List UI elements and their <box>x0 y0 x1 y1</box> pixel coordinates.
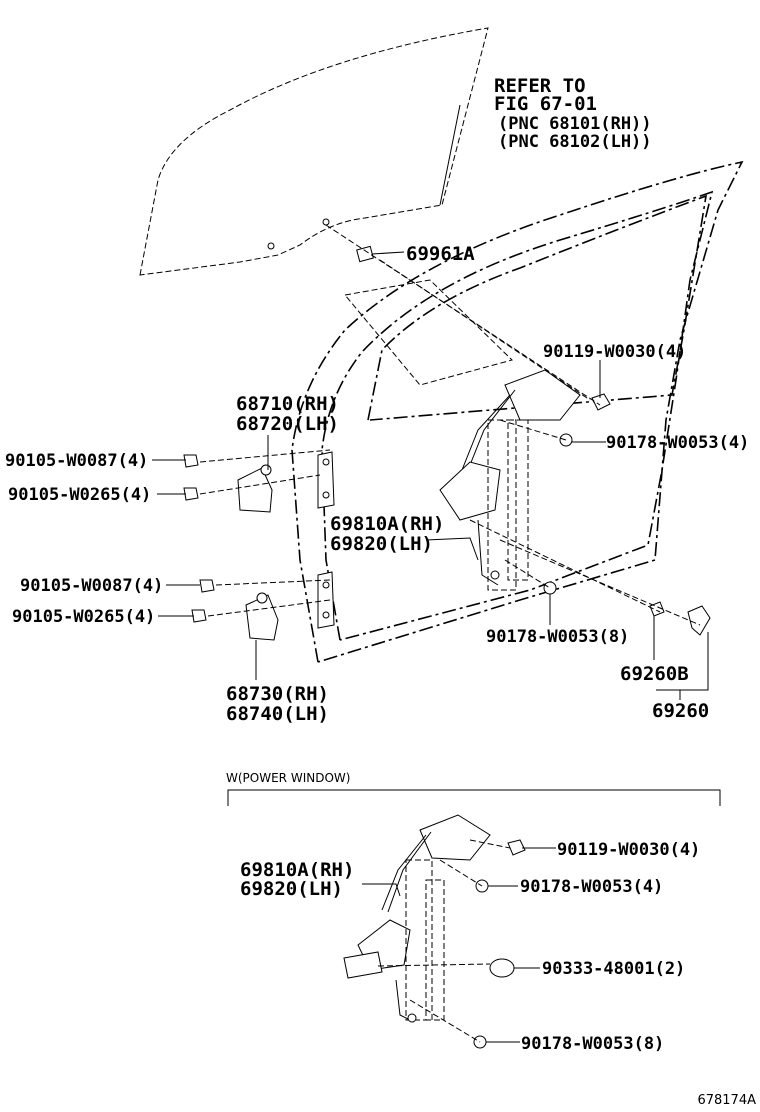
clip-69961A <box>356 245 374 263</box>
label-68720: 68720(LH) <box>236 413 339 435</box>
bolt-90105-0265-b <box>191 609 207 623</box>
label-90105-0087-b: 90105-W0087(4) <box>20 576 163 596</box>
door-frame-inner <box>321 190 714 641</box>
label-69820-top: 69820(LH) <box>330 533 433 555</box>
connection-lines-bottom <box>377 839 511 1043</box>
leader-lines-bottom <box>362 847 556 1043</box>
door-glass <box>139 27 489 276</box>
section-bracket <box>227 789 721 806</box>
grommet-90333 <box>489 958 515 978</box>
bolt-90105-0265-a <box>183 487 199 501</box>
figure-id: 678174A <box>697 1093 756 1108</box>
leader-lines-top <box>152 104 709 700</box>
label-90178-8-bot: 90178-W0053(8) <box>521 1034 664 1054</box>
refer-line2: FIG 67-01 <box>494 93 597 115</box>
bolt-90119-top <box>591 393 611 411</box>
label-69810A-top: 69810A(RH) <box>330 513 444 535</box>
label-90178-4-bot: 90178-W0053(4) <box>520 877 663 897</box>
label-90178-4-top: 90178-W0053(4) <box>606 433 749 453</box>
door-belt-line <box>344 279 513 386</box>
label-90333: 90333-48001(2) <box>542 959 685 979</box>
label-68730: 68730(RH) <box>226 683 329 705</box>
label-69260: 69260 <box>652 700 709 722</box>
lower-hinge <box>245 571 335 641</box>
door-frame-outer <box>291 160 744 663</box>
window-regulator-top <box>439 369 581 591</box>
connection-lines-top <box>199 224 701 626</box>
label-90105-0265-a: 90105-W0265(4) <box>8 485 151 505</box>
label-90105-0265-b: 90105-W0265(4) <box>12 607 155 627</box>
nut-90178-8-top <box>543 581 557 595</box>
glass-hole <box>267 242 275 250</box>
bolt-90119-bot <box>507 839 526 856</box>
label-90119-bot: 90119-W0030(4) <box>557 840 700 860</box>
label-68710: 68710(RH) <box>236 393 339 415</box>
refer-line1: REFER TO <box>494 75 586 97</box>
label-69820-bot: 69820(LH) <box>240 878 343 900</box>
label-69260B: 69260B <box>620 663 689 685</box>
bolt-90105-0087-a <box>183 454 199 468</box>
label-69961A: 69961A <box>406 243 475 265</box>
section-title: W(POWER WINDOW) <box>226 771 350 785</box>
door-window-opening <box>367 194 708 421</box>
upper-hinge <box>237 451 335 513</box>
glass-hole <box>322 218 330 226</box>
label-90105-0087-a: 90105-W0087(4) <box>5 451 148 471</box>
label-90178-8-top: 90178-W0053(8) <box>486 627 629 647</box>
bolt-90105-0087-b <box>199 579 215 593</box>
window-regulator-bottom <box>343 814 491 1023</box>
refer-line3: (PNC 68101(RH)) <box>498 114 652 134</box>
label-90119-top: 90119-W0030(4) <box>543 342 686 362</box>
refer-line4: (PNC 68102(LH)) <box>498 132 652 152</box>
label-69810A-bot: 69810A(RH) <box>240 859 354 881</box>
label-68740: 68740(LH) <box>226 703 329 725</box>
door-check-69260 <box>649 601 711 636</box>
